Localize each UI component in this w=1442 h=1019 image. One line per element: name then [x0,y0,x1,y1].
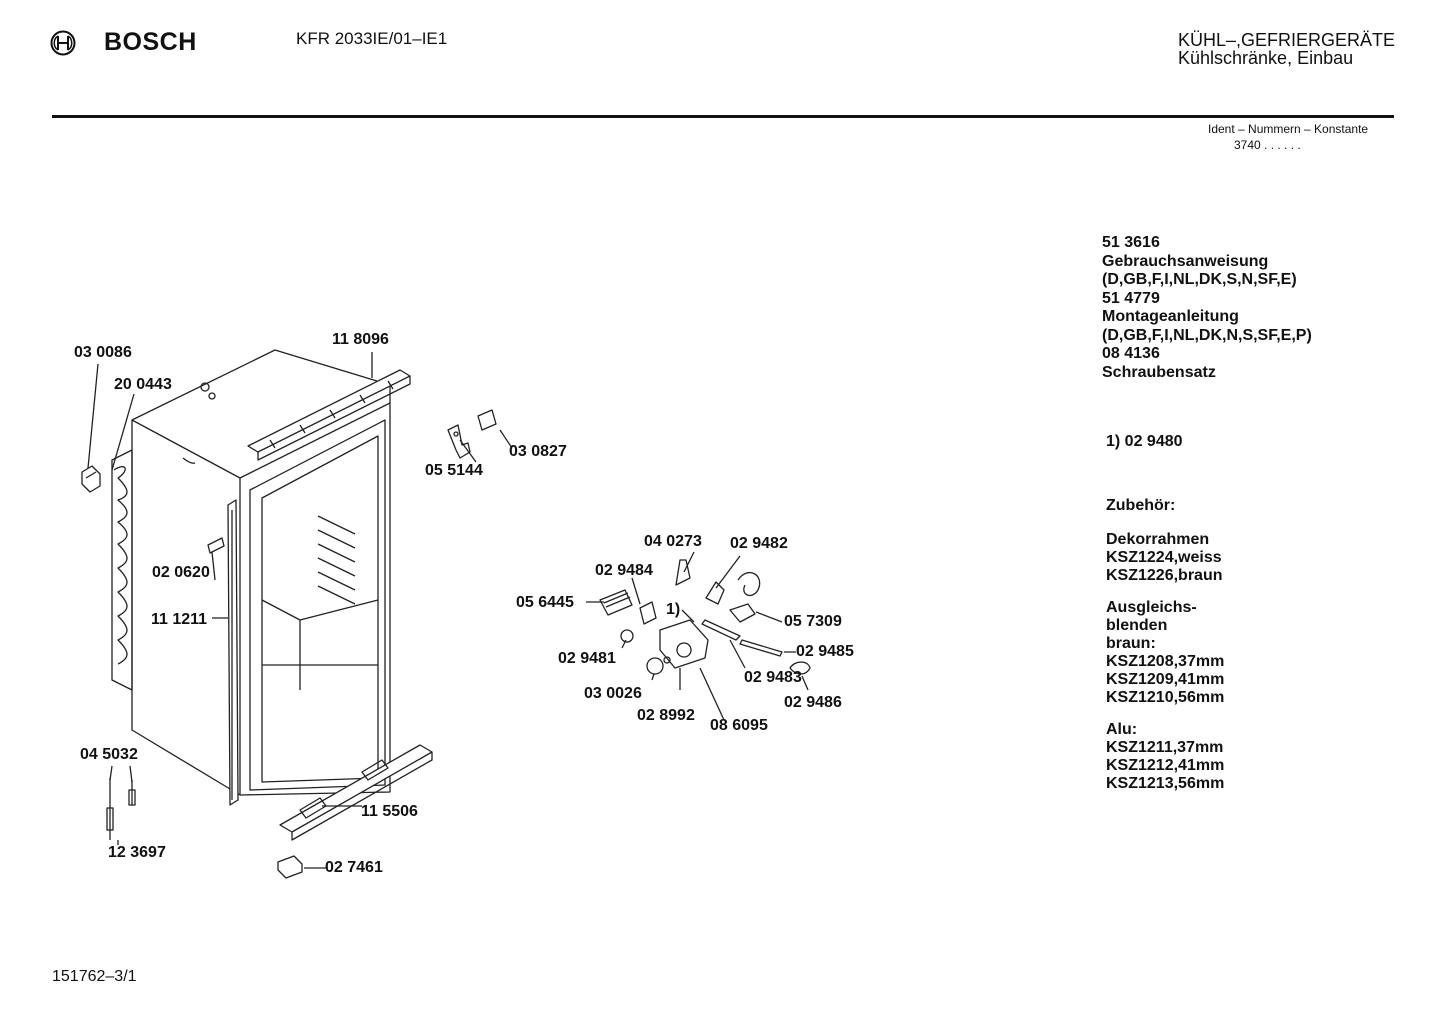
part-callout: 04 0273 [644,533,702,550]
ident-label: Ident – Nummern – Konstante [1208,122,1369,136]
leader-line [87,352,809,869]
part-callout: 04 5032 [80,746,138,763]
part-callout: 03 0086 [74,344,132,361]
bracket-part [81,465,101,493]
accessory-line: Dekorrahmen [1106,531,1210,548]
accessory-line: KSZ1224,weiss [1106,549,1222,566]
bosch-logo-icon [50,30,76,56]
document-number: 51 4779 [1102,289,1160,307]
ident-value: 3740 . . . . . . [1234,138,1301,152]
accessory-line: blenden [1106,617,1168,634]
top-rail-part [247,369,411,461]
document-title: Montageanleitung [1102,308,1239,325]
part-callout: 20 0443 [114,376,172,393]
part-callout: 1) [666,601,681,618]
accessory-line: braun: [1106,635,1156,652]
condenser-coil [111,449,133,691]
part-callout: 03 0026 [584,685,642,702]
hinge-bracket-part [447,409,497,459]
document-title: Schraubensatz [1102,363,1216,381]
accessory-line: KSZ1213,56mm [1106,775,1225,792]
part-callout: 02 9481 [558,650,616,667]
thermostat-assembly [599,559,811,675]
part-callout: 02 9483 [744,669,802,686]
accessory-line: KSZ1209,41mm [1106,671,1225,688]
part-callout: 02 9484 [595,562,653,579]
part-callout: 02 9485 [796,643,854,660]
accessories-list: Zubehör: Dekorrahmen KSZ1224,weiss KSZ12… [1106,497,1224,793]
page-reference: 151762–3/1 [52,968,137,985]
hinge-strip-part [227,499,239,806]
part-callout: 02 8992 [637,707,695,724]
document-languages: (D,GB,F,I,NL,DK,N,S,SF,E,P) [1102,326,1312,344]
document-number: 08 4136 [1102,345,1160,362]
part-callout: 02 0620 [152,564,210,581]
part-callout: 11 5506 [361,803,418,820]
document-title: Gebrauchsanweisung [1102,252,1269,270]
part-callout: 12 3697 [108,844,166,861]
part-callout: 02 9486 [784,694,842,711]
accessory-line: Alu: [1106,721,1138,738]
lower-rail-part [279,744,433,841]
part-callout: 05 6445 [516,594,574,611]
sensor-part [106,778,136,840]
part-callout: 11 1211 [151,611,208,628]
category-subtitle: Kühlschränke, Einbau [1178,48,1354,68]
part-callout: 03 0827 [509,443,567,460]
category-title: KÜHL–,GEFRIERGERÄTE [1178,30,1396,50]
part-callout: 05 5144 [425,462,483,479]
part-callout: 08 6095 [710,717,768,734]
model-number: KFR 2033IE/01–IE1 [296,29,448,48]
part-callout: 02 9482 [730,535,788,552]
document-languages: (D,GB,F,I,NL,DK,S,N,SF,E) [1102,271,1297,288]
part-callout: 11 8096 [332,331,389,348]
accessory-line: KSZ1208,37mm [1106,653,1225,670]
part-callout: 05 7309 [784,613,842,630]
documents-list: 51 3616 Gebrauchsanweisung (D,GB,F,I,NL,… [1102,234,1312,382]
accessory-line: KSZ1211,37mm [1106,739,1224,756]
part-callout: 02 7461 [325,859,383,876]
accessory-line: Ausgleichs- [1106,599,1197,616]
header-divider [52,115,1394,118]
footnote: 1) 02 9480 [1106,433,1183,450]
accessory-line: KSZ1226,braun [1106,567,1223,584]
accessory-line: KSZ1212,41mm [1106,757,1225,774]
document-number: 51 3616 [1102,234,1160,251]
accessories-title: Zubehör: [1106,497,1176,514]
cover-block-part [277,855,303,879]
clip-part [207,537,225,554]
brand-name: BOSCH [104,28,197,56]
accessory-line: KSZ1210,56mm [1106,689,1225,706]
